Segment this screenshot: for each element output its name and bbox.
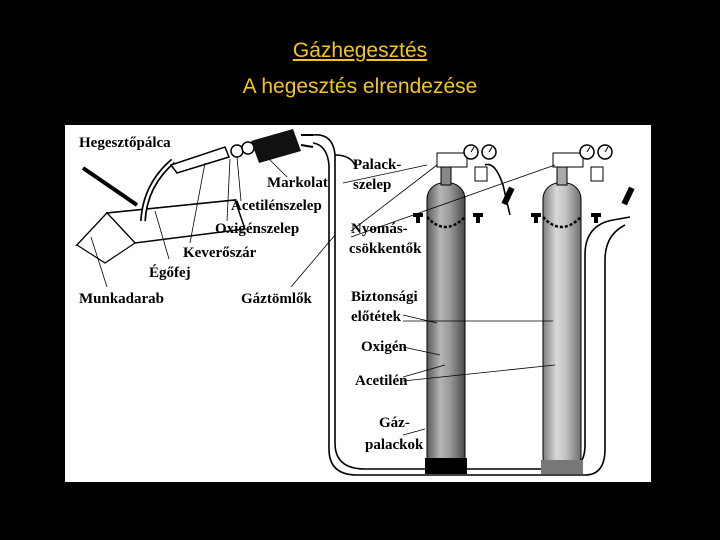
wrench-icon [531, 213, 541, 223]
label-biztonsagi-1: Biztonsági [351, 289, 418, 305]
torch-handle [251, 129, 301, 163]
safety-device-left [501, 186, 515, 206]
label-acetilen: Acetilén [355, 373, 408, 389]
slide-subtitle: A hegesztés elrendezése [242, 75, 478, 98]
label-markolat: Markolat [267, 175, 328, 191]
mixing-tube [169, 146, 230, 174]
label-palackszelep-1: Palack- [353, 157, 401, 173]
leader-lines [90, 154, 556, 436]
chain-right [542, 216, 582, 229]
label-gazpalackok-1: Gáz- [379, 415, 410, 431]
label-hegesztopalca: Hegesztőpálca [79, 135, 171, 151]
label-oxigenszelep: Oxigénszelep [215, 221, 299, 237]
label-egofej: Égőfej [149, 264, 191, 281]
label-nyomascsokkentok-2: csökkentők [349, 241, 422, 257]
oxygen-cylinder [425, 164, 467, 474]
wrench-icon [413, 213, 423, 223]
pressure-regulator-right [552, 144, 613, 182]
wrench-icon [473, 213, 483, 223]
label-oxigen: Oxigén [361, 339, 407, 355]
welding-rod [81, 166, 139, 207]
label-gaztomlok: Gáztömlők [241, 291, 312, 307]
label-acetilenszelep: Acetilénszelep [231, 198, 322, 214]
chain-left [426, 216, 466, 229]
safety-device-right [621, 186, 635, 206]
label-munkadarab: Munkadarab [79, 291, 164, 307]
wrench-icon [591, 213, 601, 223]
welding-diagram-drawing: Hegesztőpálca Markolat Acetilénszelep Ox… [74, 129, 635, 476]
acetylene-cylinder [541, 164, 583, 474]
pressure-regulator-left [436, 144, 497, 182]
label-nyomascsokkentok-1: Nyomás- [351, 221, 408, 237]
slide-title: Gázhegesztés [292, 39, 428, 62]
oxygen-valve [230, 144, 244, 158]
label-keveroszar: Keverőszár [183, 245, 257, 261]
welding-torch [140, 129, 314, 222]
label-gazpalackok-2: palackok [365, 437, 424, 453]
welding-diagram: Hegesztőpálca Markolat Acetilénszelep Ox… [65, 125, 651, 482]
label-biztonsagi-2: előtétek [351, 309, 402, 325]
label-palackszelep-2: szelep [353, 177, 391, 193]
